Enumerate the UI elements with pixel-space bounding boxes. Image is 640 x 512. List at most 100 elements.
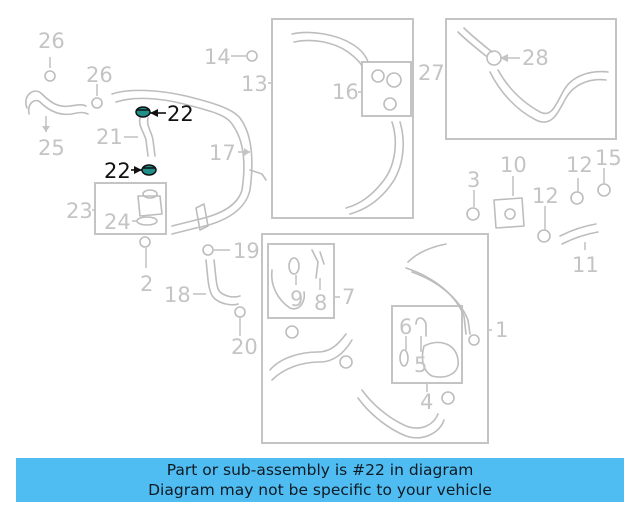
part-14-clamp (246, 50, 258, 62)
part-18-hose (205, 259, 239, 306)
arrowhead-28 (500, 54, 508, 62)
box-16-subassembly (361, 61, 412, 117)
callout-19: 19 (233, 239, 260, 263)
part-9-gasket (288, 257, 300, 275)
part-12-clamp-a (570, 191, 584, 205)
box-13-assembly (271, 18, 414, 219)
part-13-hose-top (291, 31, 369, 63)
part-16-fitting-b (386, 72, 402, 88)
part-12-clamp-b (537, 229, 551, 243)
part-21-hose-outline (146, 117, 156, 157)
callout-10: 10 (500, 153, 527, 177)
part-18-hose-outline (213, 259, 241, 298)
part-26-clamp-a (44, 70, 56, 82)
box-27-assembly (445, 18, 617, 140)
part-13-hose-main-outline (349, 121, 404, 215)
part-10-valve-port (504, 208, 516, 220)
part-27-hose-left (457, 31, 487, 57)
callout-5: 5 (414, 353, 427, 377)
callout-12-lower: 12 (532, 184, 559, 208)
box-1-assembly (261, 233, 489, 444)
part-17-pipe (111, 89, 253, 235)
callout-11: 11 (572, 253, 599, 277)
callout-6: 6 (399, 315, 412, 339)
part-1-clamp-a (285, 325, 299, 339)
part-6-bracket (415, 317, 427, 337)
part-25-hose (25, 90, 87, 109)
part-13-hose-main (345, 121, 397, 209)
banner-line-2: Diagram may not be specific to your vehi… (148, 481, 492, 499)
callout-23: 23 (66, 199, 93, 223)
part-1-hose-lower-left (269, 333, 347, 371)
part-5-housing (421, 341, 459, 378)
part-13-hose-top-outline (293, 39, 363, 67)
callout-25: 25 (38, 136, 65, 160)
part-4-hose-outline (357, 397, 445, 439)
callout-24: 24 (104, 210, 131, 234)
part-20-clamp (234, 306, 246, 318)
callout-27: 27 (418, 61, 445, 85)
part-22-clamp-upper (135, 106, 151, 118)
part-16-fitting-a (371, 69, 385, 83)
part-26-clamp-b (91, 97, 103, 109)
callout-8: 8 (314, 291, 327, 315)
box-7-subassembly (267, 243, 335, 319)
callout-18: 18 (164, 283, 191, 307)
part-28-fitting (486, 50, 502, 66)
part-17-pipe-outline (115, 97, 245, 227)
arrowhead-22-lower (134, 166, 142, 174)
part-27-hose-left-outline (463, 27, 493, 53)
part-11-hose (559, 223, 597, 237)
callout-9: 9 (290, 287, 303, 311)
part-1-clamp-c (468, 334, 480, 346)
part-9-housing (270, 269, 306, 310)
callout-26-right: 26 (86, 63, 113, 87)
part-1-pipe-outline (405, 267, 467, 335)
part-1-clamp-b (339, 355, 353, 369)
callout-21: 21 (96, 125, 123, 149)
callout-2: 2 (140, 272, 153, 296)
arrowhead-22-upper (150, 109, 158, 117)
banner-line-1: Part or sub-assembly is #22 in diagram (166, 461, 474, 479)
part-2-clamp (139, 236, 151, 248)
part-27-hose-main-outline (497, 69, 609, 115)
callout-12-upper: 12 (566, 153, 593, 177)
callout-26-left: 26 (38, 29, 65, 53)
part-16-fitting-c (383, 97, 397, 111)
callout-13: 13 (241, 72, 268, 96)
callout-15: 15 (595, 146, 622, 170)
part-24-seal (136, 216, 158, 226)
callout-20: 20 (231, 335, 258, 359)
arrowhead-17 (244, 148, 250, 156)
callout-7: 7 (342, 285, 355, 309)
part-23-pump-top (142, 189, 158, 199)
callout-28: 28 (522, 46, 549, 70)
callout-22-lower: 22 (104, 159, 131, 183)
part-17-pipe-branch (249, 169, 267, 181)
part-4-hose (361, 389, 439, 429)
part-21-hose (138, 117, 149, 157)
part-3-clamp (466, 207, 480, 221)
callout-4: 4 (420, 390, 433, 414)
callout-3: 3 (467, 168, 480, 192)
callout-17: 17 (209, 141, 236, 165)
part-4-clamp (441, 391, 455, 405)
callout-16: 16 (332, 80, 359, 104)
part-15-clamp (597, 183, 611, 197)
part-19-clamp (202, 244, 214, 256)
part-8-sensor (311, 249, 325, 279)
info-banner: Part or sub-assembly is #22 in diagram D… (16, 458, 624, 502)
part-25-hose-outline (27, 99, 89, 116)
callout-22-upper: 22 (167, 102, 194, 126)
part-1-hose-lower-left-outline (271, 339, 353, 381)
part-17-pipe-end (195, 203, 209, 231)
part-23-pump (137, 195, 163, 217)
callout-14: 14 (204, 45, 231, 69)
part-5-seal (399, 349, 409, 367)
part-22-clamp-lower (141, 164, 157, 176)
part-27-hose-main (489, 71, 607, 123)
callout-1: 1 (495, 318, 508, 342)
part-11-hose-outline (561, 231, 599, 245)
box-23-assembly (94, 182, 167, 235)
